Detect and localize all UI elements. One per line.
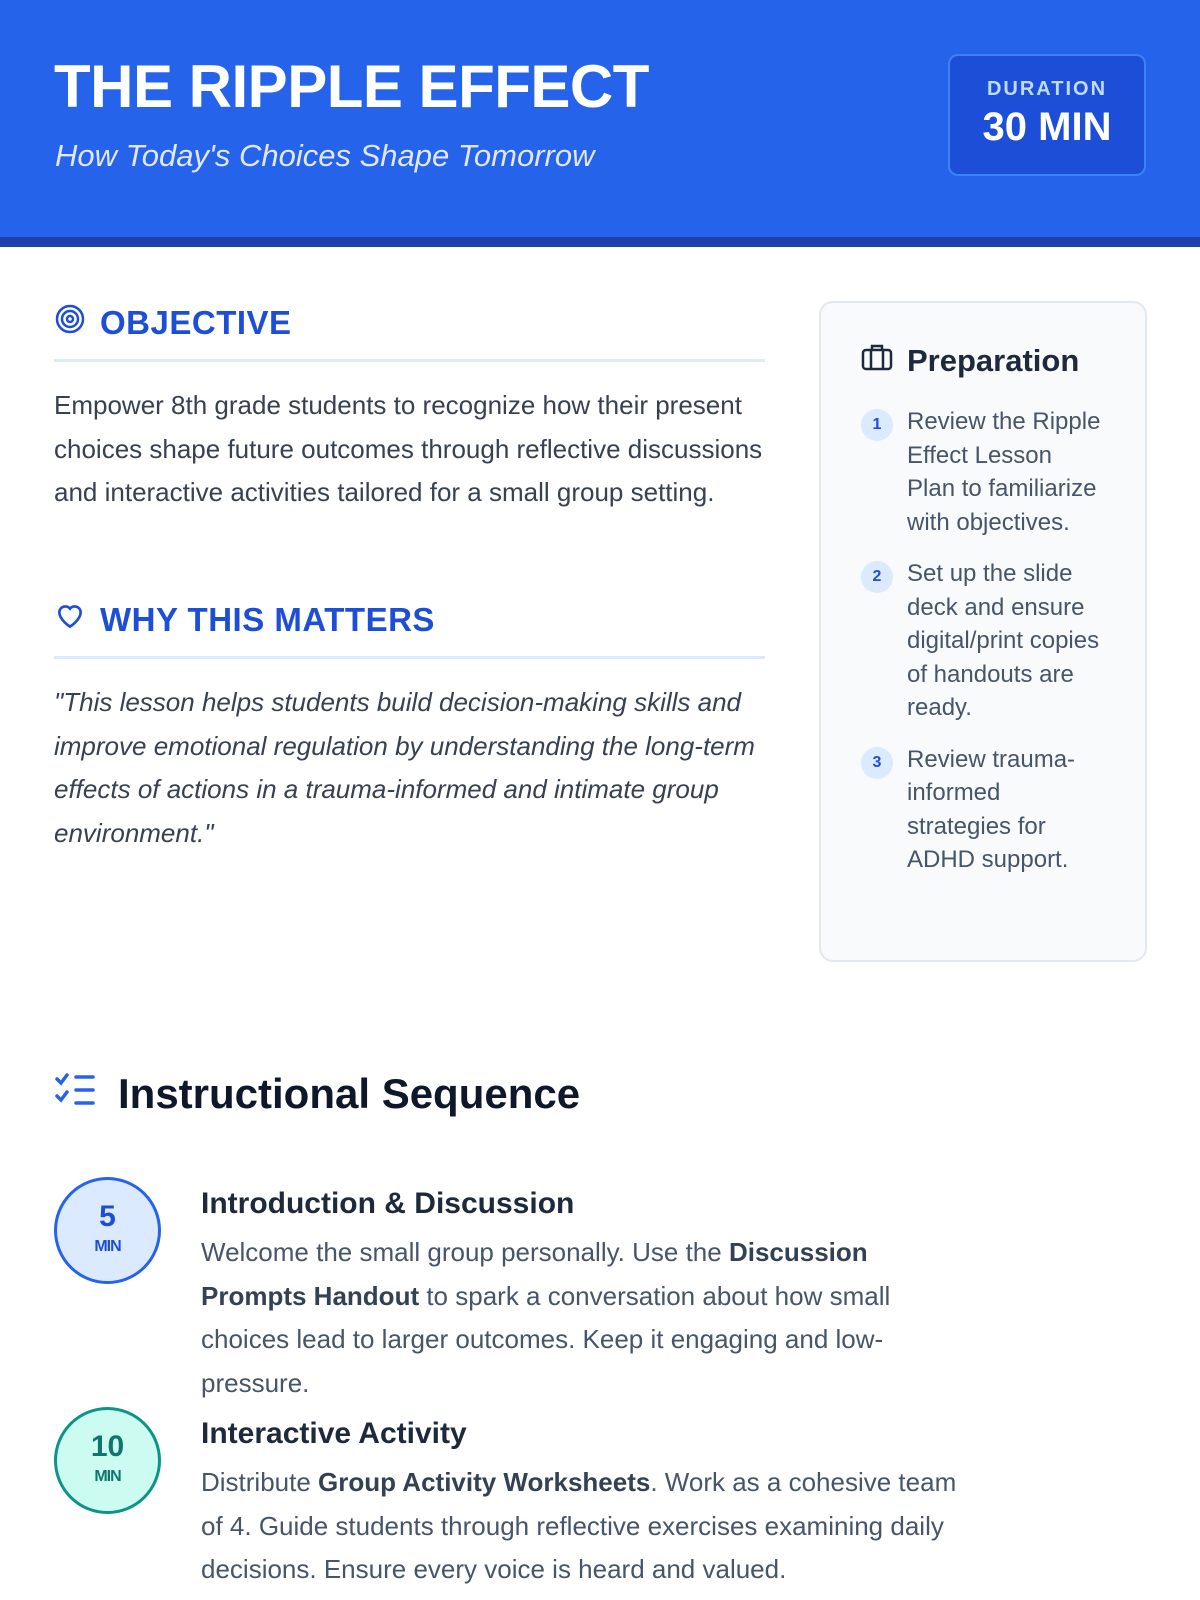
briefcase-icon (861, 343, 893, 379)
objective-heading-text: OBJECTIVE (100, 304, 292, 341)
step-number: 2 (861, 561, 893, 593)
prep-text: Review the Ripple Effect Lesson Plan to … (907, 408, 1101, 536)
header: THE RIPPLE EFFECT How Today's Choices Sh… (0, 0, 1200, 247)
prep-text: Review trauma-informed strategies for AD… (907, 745, 1076, 874)
sequence-heading: Instructional Sequence (54, 1070, 580, 1118)
objective-text: Empower 8th grade students to recognize … (54, 390, 763, 507)
step-title: Introduction & Discussion (201, 1187, 575, 1220)
duration-circle: 10 MIN (54, 1407, 161, 1514)
objective-heading: OBJECTIVE (54, 303, 765, 362)
step-description: Distribute Group Activity Worksheets. Wo… (201, 1467, 957, 1584)
checklist-icon (54, 1070, 96, 1118)
preparation-heading-text: Preparation (907, 343, 1080, 378)
step-unit: MIN (94, 1238, 121, 1255)
preparation-heading: Preparation (861, 343, 1105, 379)
step-minutes: 10 (90, 1430, 125, 1463)
duration-value: 30 MIN (982, 105, 1112, 149)
duration-circle: 5 MIN (54, 1177, 161, 1284)
preparation-card: Preparation 1 Review the Ripple Effect Le… (819, 301, 1147, 962)
prep-text: Set up the slide deck and ensure digital… (907, 560, 1100, 721)
why-heading-text: WHY THIS MATTERS (100, 601, 435, 638)
prep-item: 3 Review trauma-informed strategies for A… (861, 743, 1105, 877)
page-title: THE RIPPLE EFFECT (54, 53, 649, 120)
step-description: Welcome the small group personally. Use … (201, 1237, 891, 1398)
page-subtitle: How Today's Choices Shape Tomorrow (55, 138, 595, 173)
step-number: 3 (861, 746, 893, 779)
prep-item: 2 Set up the slide deck and ensure digita… (861, 557, 1105, 725)
step-title: Interactive Activity (201, 1417, 467, 1450)
why-heading: WHY THIS MATTERS (54, 600, 765, 659)
step-number: 1 (861, 409, 893, 441)
duration-badge: DURATION 30 MIN (948, 54, 1146, 176)
step-minutes: 5 (99, 1200, 116, 1233)
step-unit: MIN (94, 1468, 121, 1485)
prep-item: 1 Review the Ripple Effect Lesson Plan to… (861, 405, 1105, 539)
heart-icon (54, 600, 86, 640)
why-text: "This lesson helps students build decisi… (54, 687, 755, 848)
target-icon (54, 303, 86, 343)
duration-label: DURATION (986, 78, 1108, 100)
sequence-heading-text: Instructional Sequence (118, 1070, 581, 1117)
